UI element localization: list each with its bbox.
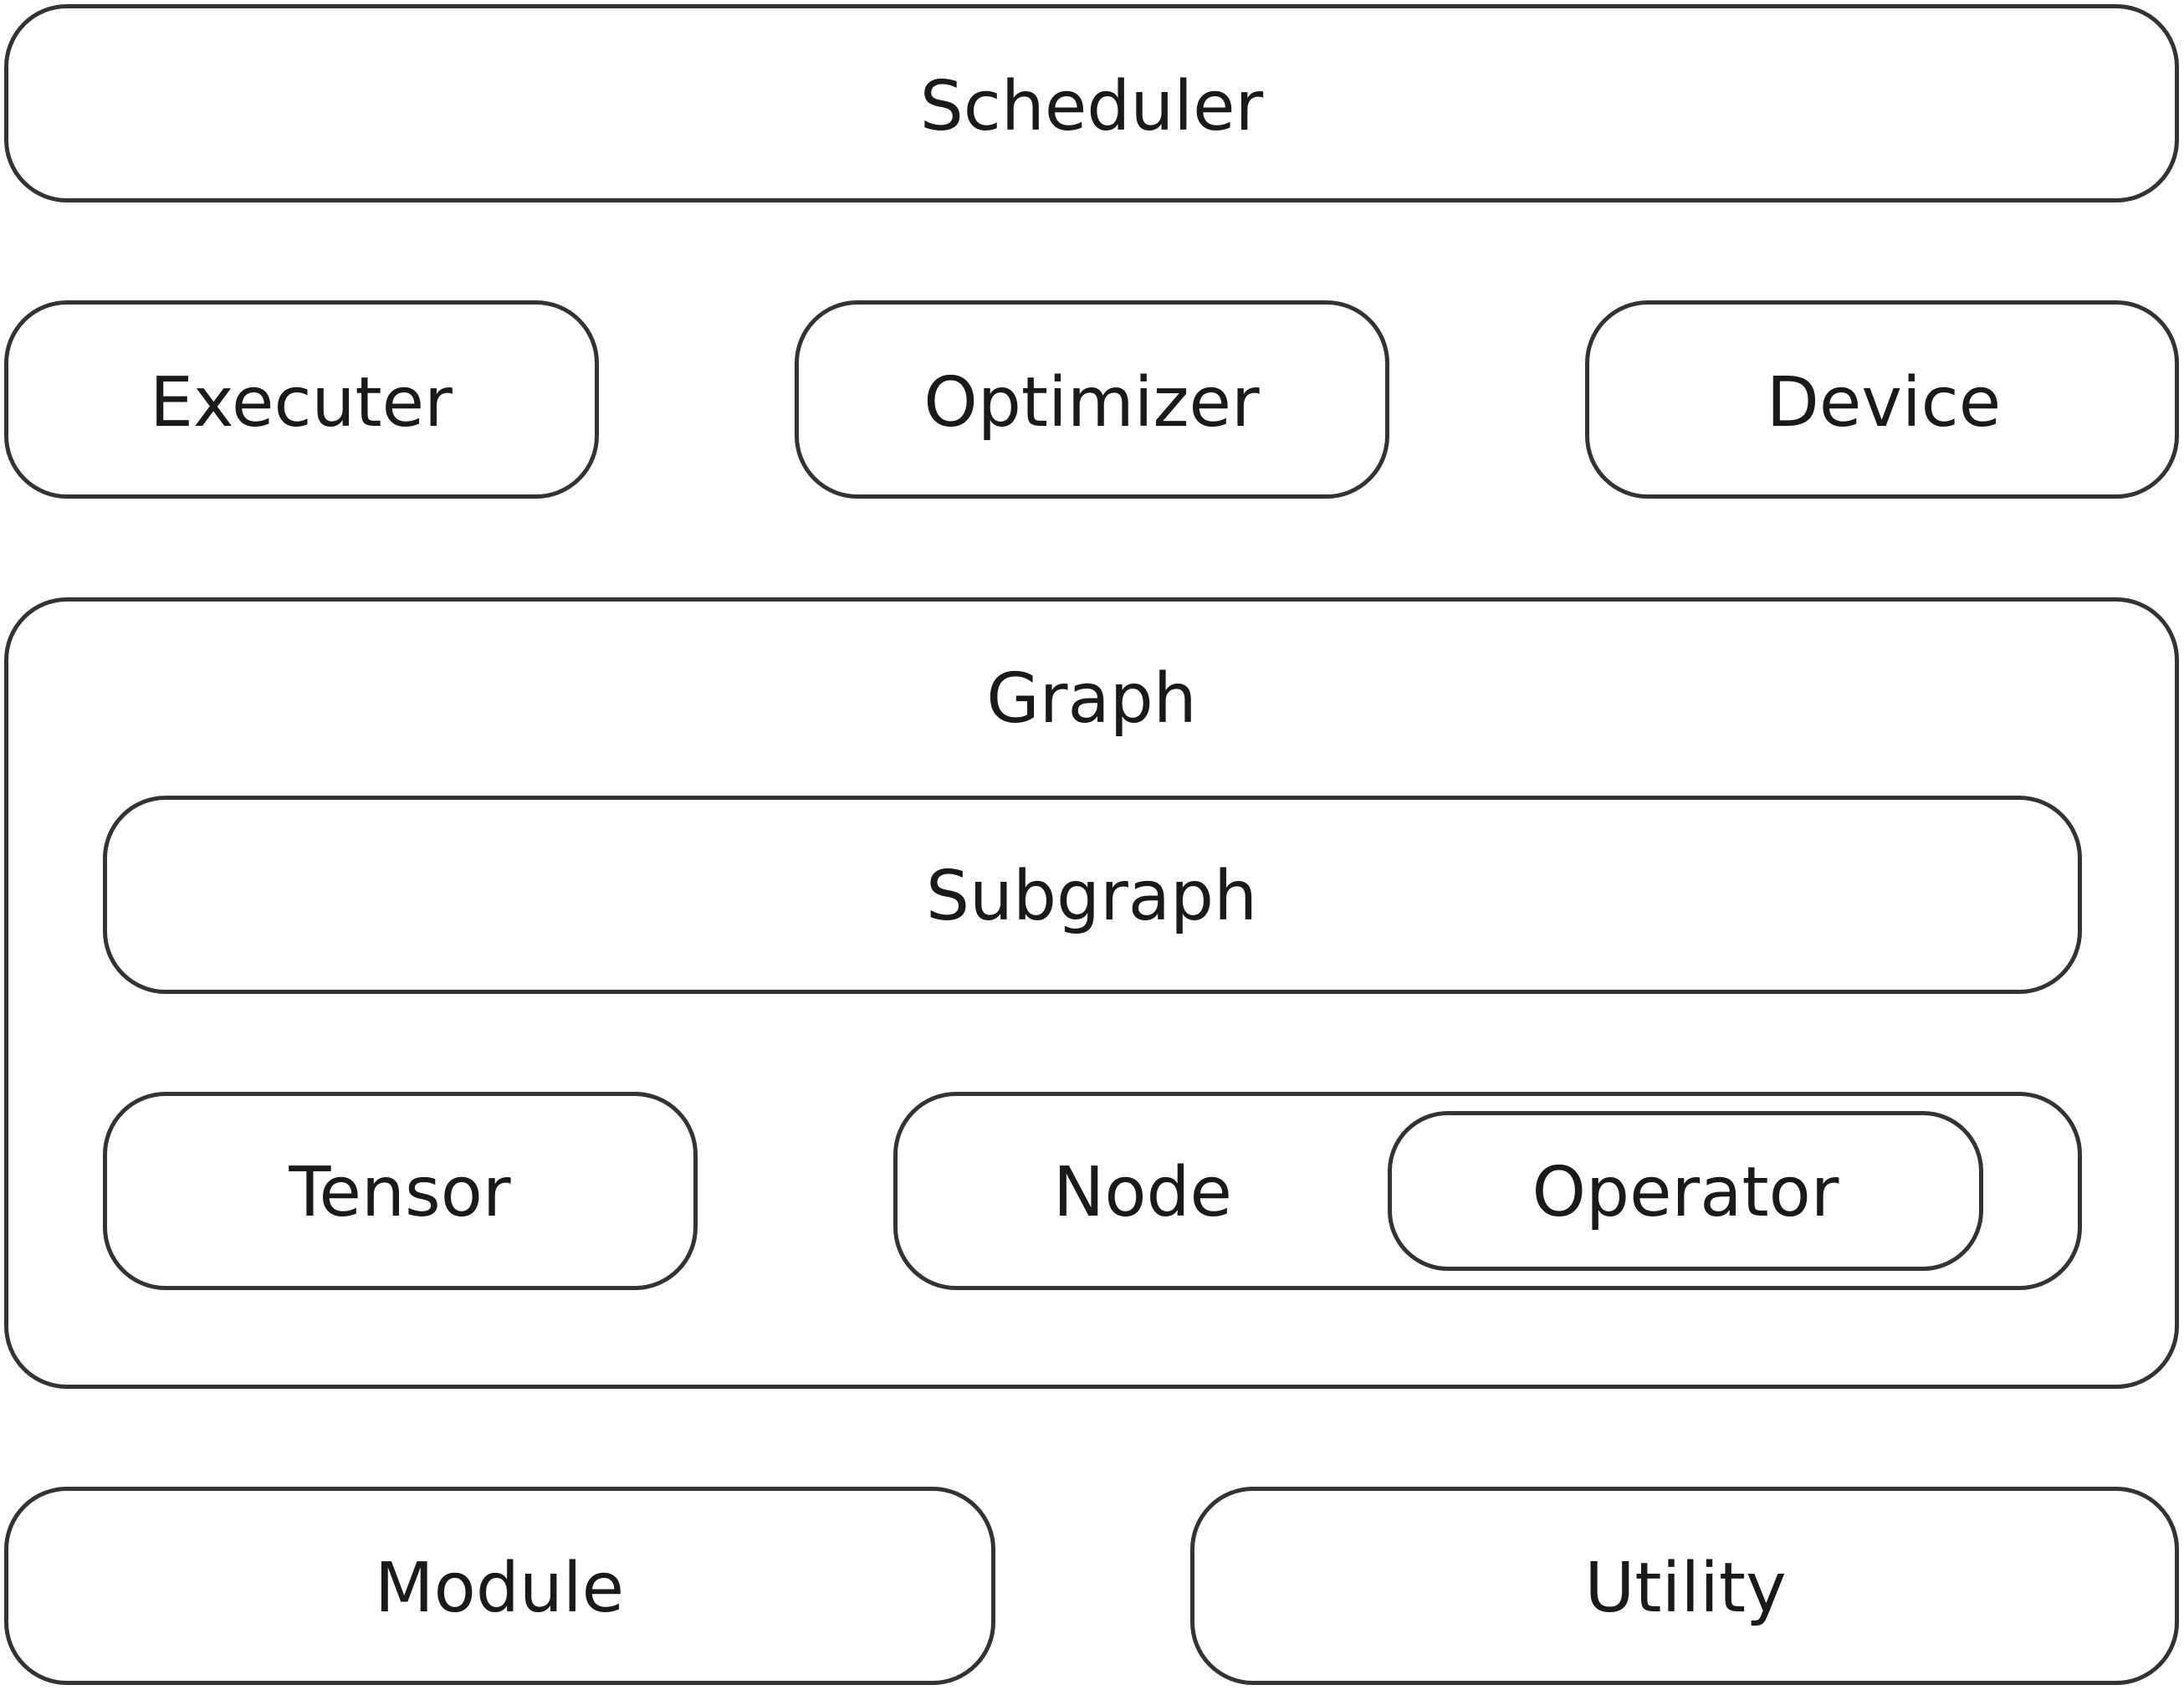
operator-label: Operator: [1532, 1153, 1839, 1232]
executer-box: [4, 300, 599, 499]
graph-label: Graph: [986, 659, 1197, 739]
utility-label: Utility: [1584, 1549, 1787, 1628]
subgraph-label: Subgraph: [925, 857, 1258, 936]
optimizer-label: Optimizer: [923, 363, 1260, 443]
module-label: Module: [374, 1549, 625, 1628]
executer-label: Executer: [150, 363, 453, 443]
device-label: Device: [1766, 363, 2002, 443]
device-box: [1585, 300, 2179, 499]
scheduler-box: [4, 4, 2179, 202]
scheduler-label: Scheduler: [919, 67, 1264, 146]
optimizer-box: [795, 300, 1389, 499]
module-box: [4, 1487, 995, 1685]
subgraph-box: [103, 796, 2082, 994]
tensor-box: [103, 1092, 698, 1290]
node-label: Node: [1052, 1153, 1233, 1232]
tensor-label: Tensor: [289, 1153, 511, 1232]
operator-box: [1388, 1111, 1983, 1271]
utility-box: [1190, 1487, 2179, 1685]
